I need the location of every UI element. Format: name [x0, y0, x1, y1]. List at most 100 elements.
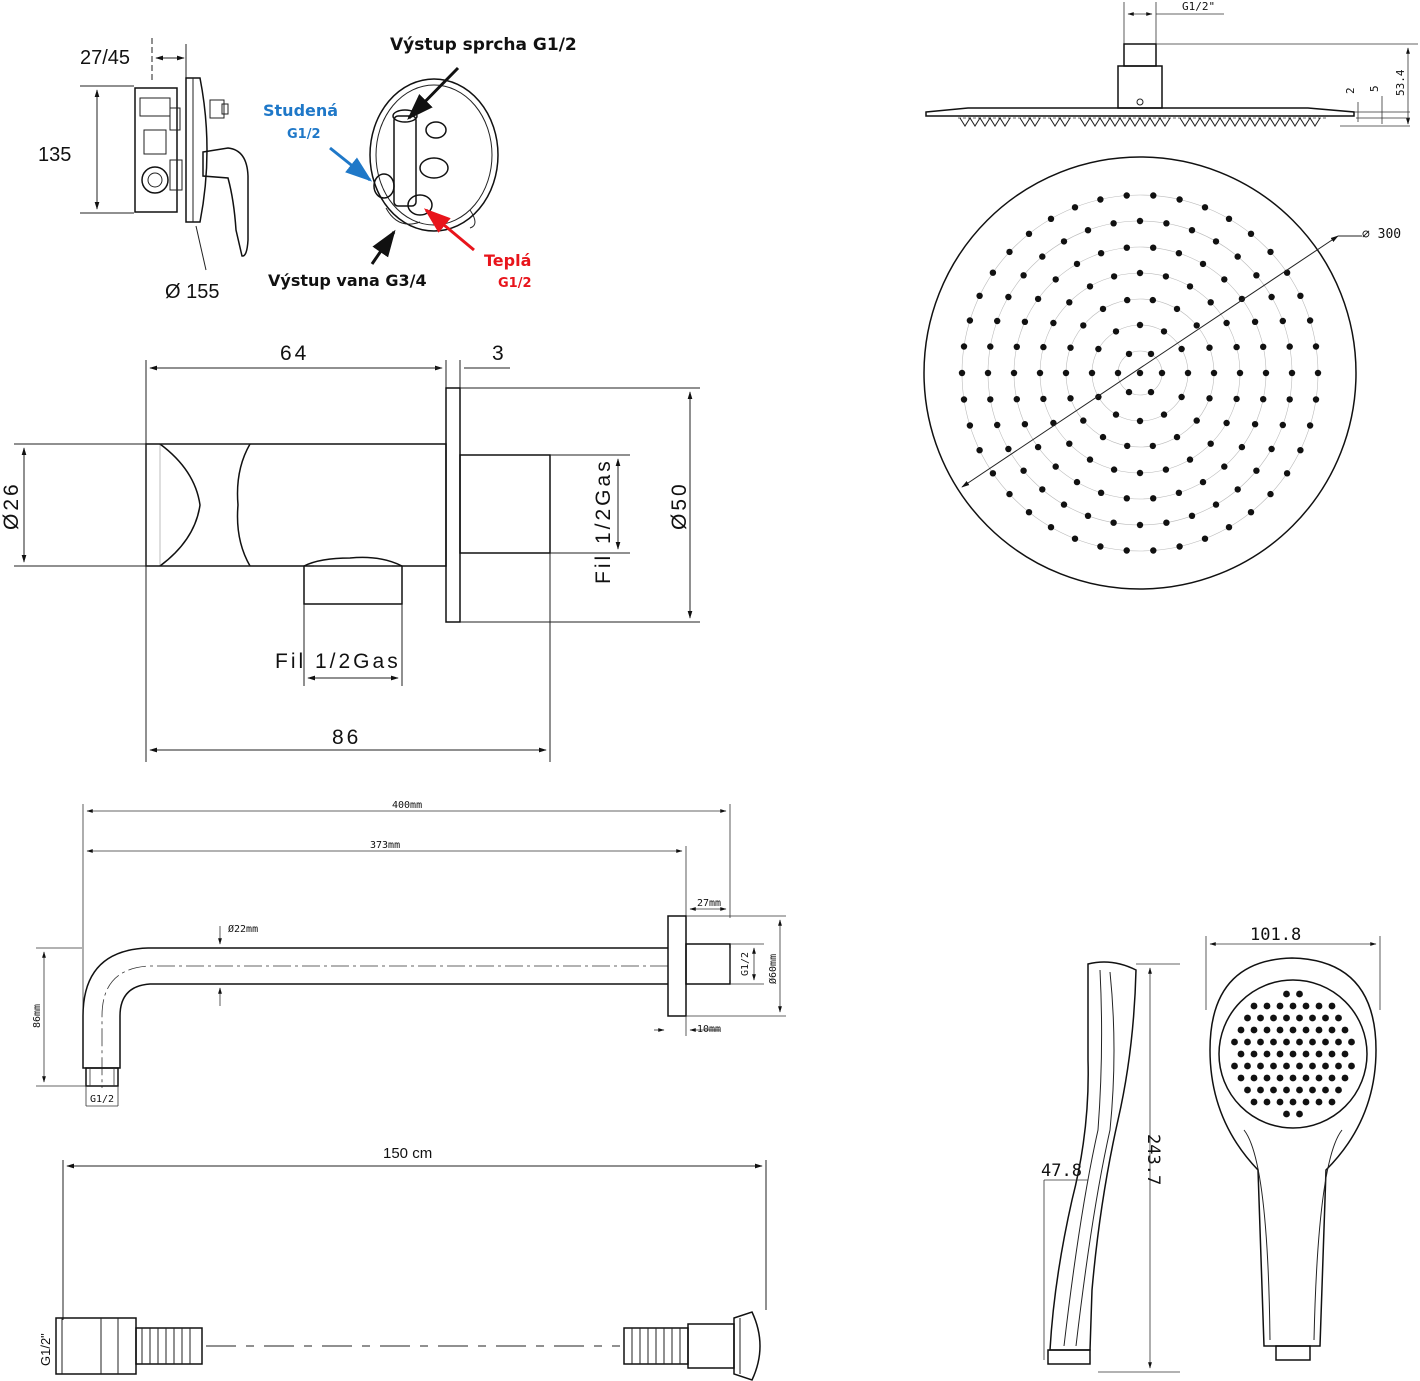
- nozzle: [976, 292, 983, 299]
- arm-thread-bottom: G1/2: [90, 1094, 114, 1105]
- nozzle: [1067, 344, 1074, 351]
- hose-drawing: 150 cm G1/2": [38, 1145, 767, 1381]
- nozzle: [1112, 328, 1120, 335]
- nozzle: [1039, 253, 1046, 260]
- nozzle: [1052, 276, 1059, 283]
- nozzle: [1136, 269, 1144, 277]
- nozzle: [1262, 369, 1270, 377]
- hand-nozzle: [1270, 1014, 1277, 1022]
- arm-dim-27: 27mm: [697, 898, 721, 909]
- nozzle: [1162, 466, 1170, 473]
- nozzle: [1173, 305, 1181, 313]
- hand-nozzle: [1270, 1086, 1277, 1094]
- hose-length: 150 cm: [383, 1145, 432, 1162]
- nozzle: [1021, 318, 1029, 325]
- nozzle: [1136, 417, 1144, 425]
- nozzle: [1238, 443, 1246, 451]
- nozzle: [1005, 293, 1012, 301]
- nozzle: [1123, 495, 1131, 502]
- nozzle: [1066, 299, 1073, 306]
- nozzle: [1136, 521, 1144, 529]
- hand-nozzle: [1257, 1086, 1264, 1094]
- nozzle: [1040, 343, 1047, 351]
- nozzle: [1223, 419, 1230, 427]
- nozzle: [1297, 292, 1304, 299]
- hand-nozzle: [1276, 1050, 1284, 1058]
- nozzle: [1201, 535, 1209, 542]
- nozzle: [1251, 421, 1259, 428]
- nozzle: [1212, 238, 1220, 245]
- hand-nozzle: [1296, 1038, 1303, 1046]
- hand-nozzle: [1302, 1074, 1310, 1082]
- hand-nozzle: [1322, 1014, 1329, 1022]
- nozzle: [1251, 318, 1259, 325]
- outlet-thread-side: Fil 1/2Gas: [592, 458, 615, 584]
- valve-bath-outlet-label: Výstup vana G3/4: [268, 271, 427, 290]
- nozzle: [1175, 250, 1183, 257]
- nozzle: [1234, 486, 1241, 493]
- hand-nozzle: [1289, 1098, 1297, 1106]
- nozzle: [1086, 283, 1094, 290]
- nozzle: [1150, 495, 1157, 502]
- nozzle: [966, 422, 974, 429]
- nozzle: [1071, 535, 1079, 542]
- nozzle: [1150, 547, 1157, 554]
- nozzle: [1234, 253, 1241, 260]
- hand-nozzle: [1283, 1086, 1290, 1094]
- hand-nozzle: [1257, 1038, 1264, 1046]
- nozzle: [1160, 411, 1168, 418]
- nozzle: [994, 317, 1001, 325]
- hand-nozzle: [1231, 1062, 1238, 1070]
- nozzle: [1047, 524, 1055, 531]
- nozzle: [1279, 317, 1287, 325]
- nozzle: [1136, 321, 1144, 329]
- nozzle: [1306, 422, 1314, 429]
- hand-nozzle: [1341, 1050, 1349, 1058]
- nozzle: [1160, 328, 1168, 335]
- hand-nozzle: [1244, 1038, 1251, 1046]
- outlet-dim-50: Ø50: [668, 481, 691, 530]
- nozzle: [1207, 440, 1214, 447]
- nozzle: [1312, 396, 1320, 403]
- nozzle: [984, 369, 992, 377]
- nozzle: [1158, 369, 1166, 377]
- valve-hot-thread: G1/2: [498, 276, 532, 291]
- nozzle: [1124, 296, 1131, 304]
- hand-nozzle: [1335, 1062, 1342, 1070]
- nozzle: [1112, 411, 1120, 418]
- hand-nozzle: [1289, 1026, 1297, 1034]
- nozzle: [1020, 467, 1027, 474]
- hand-nozzle: [1289, 1002, 1297, 1010]
- hand-width: 101.8: [1250, 925, 1301, 945]
- hand-nozzle: [1257, 1062, 1264, 1070]
- hand-nozzle: [1335, 1086, 1342, 1094]
- hand-nozzle: [1244, 1014, 1251, 1022]
- nozzle: [1206, 344, 1213, 351]
- hand-nozzle: [1250, 1098, 1258, 1106]
- hand-nozzle: [1250, 1026, 1258, 1034]
- hand-nozzle: [1302, 1002, 1310, 1010]
- nozzle: [1176, 543, 1183, 550]
- nozzle: [1206, 395, 1213, 402]
- hand-nozzle: [1302, 1098, 1310, 1106]
- valve-depth-dim: 27/45: [80, 47, 130, 69]
- nozzle: [1267, 248, 1274, 256]
- hand-nozzle: [1289, 1074, 1297, 1082]
- hand-nozzle: [1322, 1038, 1329, 1046]
- hand-nozzle: [1283, 990, 1290, 998]
- nozzle: [960, 343, 968, 350]
- nozzle: [966, 317, 974, 324]
- hand-nozzle: [1296, 1014, 1303, 1022]
- nozzle: [1147, 388, 1155, 396]
- nozzle: [1073, 260, 1081, 268]
- nozzle: [1067, 395, 1074, 402]
- nozzle: [1073, 478, 1081, 486]
- hand-nozzle: [1237, 1050, 1245, 1058]
- nozzle: [1149, 442, 1157, 450]
- nozzle: [1260, 396, 1267, 403]
- hand-nozzle: [1335, 1038, 1342, 1046]
- outlet-dim-86: 86: [332, 726, 361, 749]
- nozzle: [1176, 196, 1183, 203]
- hand-nozzle: [1328, 1074, 1336, 1082]
- nozzle: [1052, 463, 1059, 470]
